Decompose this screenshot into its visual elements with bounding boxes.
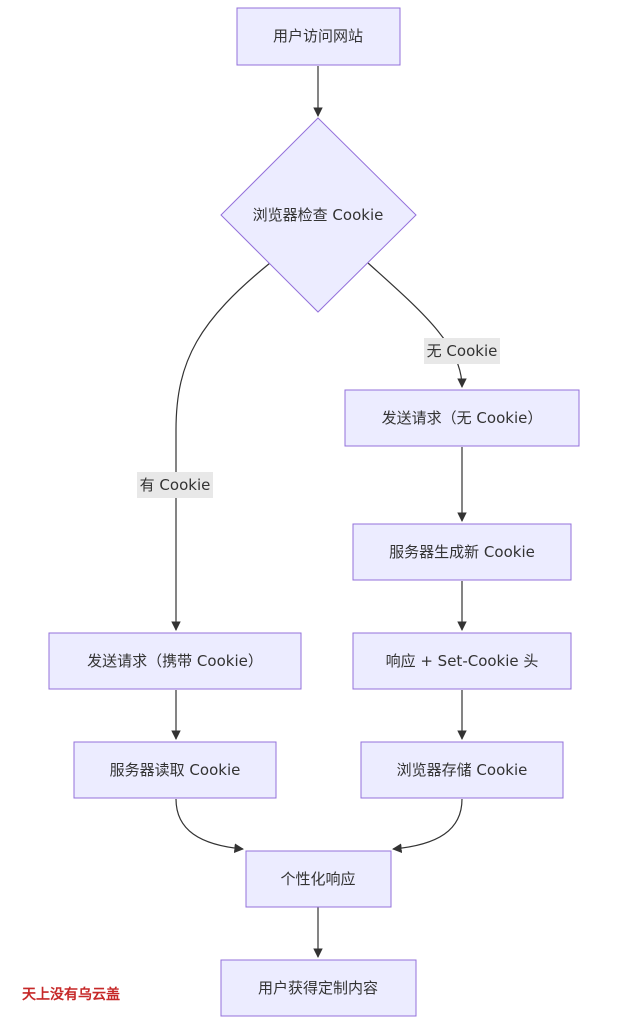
node-send-without: 发送请求（无 Cookie）: [344, 389, 580, 447]
node-visit: 用户访问网站: [236, 7, 401, 66]
node-generate: 服务器生成新 Cookie: [352, 523, 572, 581]
edge-check-to-send-with: [171, 262, 271, 631]
edge-label-has-cookie: 有 Cookie: [137, 472, 213, 498]
node-read: 服务器读取 Cookie: [73, 741, 277, 799]
node-result-text: 用户获得定制内容: [258, 979, 378, 997]
watermark-text: 天上没有乌云盖: [22, 986, 120, 1003]
edge-label-has-cookie-text: 有 Cookie: [140, 476, 211, 494]
edge-read-to-personalize: [175, 798, 244, 853]
edge-label-no-cookie: 无 Cookie: [424, 338, 500, 364]
node-store-text: 浏览器存储 Cookie: [397, 761, 528, 779]
edge-check-to-send-without: [367, 262, 467, 388]
node-send-with: 发送请求（携带 Cookie）: [48, 632, 302, 690]
edge-store-to-personalize: [392, 798, 463, 854]
node-visit-text: 用户访问网站: [273, 27, 363, 45]
node-personalize: 个性化响应: [245, 850, 392, 908]
node-check: 浏览器检查 Cookie: [220, 117, 417, 313]
node-set-header-text: 响应 + Set-Cookie 头: [386, 652, 539, 670]
node-send-without-text: 发送请求（无 Cookie）: [382, 409, 543, 427]
node-generate-text: 服务器生成新 Cookie: [389, 543, 535, 561]
node-personalize-text: 个性化响应: [280, 870, 355, 888]
node-check-text: 浏览器检查 Cookie: [253, 206, 384, 224]
node-store: 浏览器存储 Cookie: [360, 741, 564, 799]
node-result: 用户获得定制内容: [220, 959, 417, 1017]
edge-label-no-cookie-text: 无 Cookie: [427, 342, 498, 360]
node-set-header: 响应 + Set-Cookie 头: [352, 632, 572, 690]
node-read-text: 服务器读取 Cookie: [110, 761, 241, 779]
edges: [171, 66, 467, 958]
node-send-with-text: 发送请求（携带 Cookie）: [87, 652, 263, 670]
